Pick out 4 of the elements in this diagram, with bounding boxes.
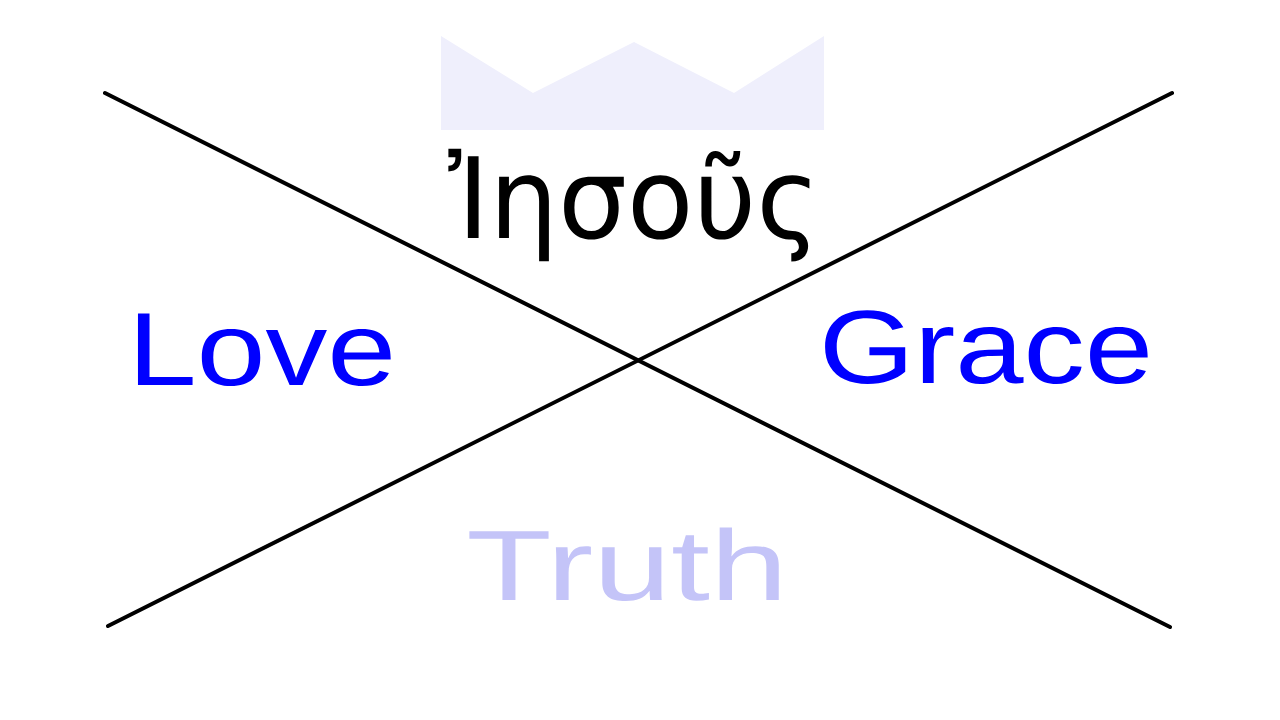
word-label: Grace xyxy=(825,310,1148,384)
word-label: Love xyxy=(137,313,391,386)
word-label: Ἰησοῦς xyxy=(448,148,810,262)
word-label: Truth xyxy=(469,527,779,601)
